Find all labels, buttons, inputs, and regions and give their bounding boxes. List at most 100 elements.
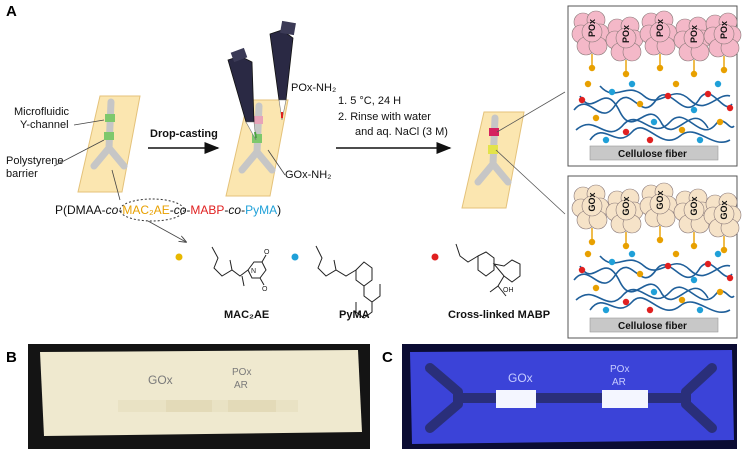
dot-mabp [726, 104, 734, 112]
label-polystyrene: Polystyrene [6, 155, 63, 167]
formula-co2: co [174, 203, 187, 217]
dot-mac [672, 250, 680, 258]
photo-b [28, 344, 370, 449]
dot-pyma [696, 306, 704, 314]
svg-text:OH: OH [503, 287, 514, 294]
formula-co3: co [228, 203, 241, 217]
leader-chip [111, 169, 121, 201]
leader-barrier [53, 139, 105, 167]
dot-pyma [650, 118, 658, 126]
formula-co1: co [106, 203, 119, 217]
formula-mabp: MABP [190, 203, 224, 217]
svg-text:N: N [251, 268, 256, 275]
label-gox-nh2: GOx-NH₂ [285, 169, 331, 181]
leader-y-channel [73, 119, 105, 126]
enzymes-pox: POx POx POx POx POx [571, 10, 742, 78]
dot-mac [678, 296, 686, 304]
dot-pyma [602, 136, 610, 144]
chip-dropcast [225, 99, 289, 197]
gox-enzyme: GOx [639, 182, 678, 244]
chip-final [461, 111, 525, 209]
formula-dash1: - [118, 203, 122, 217]
dot-pyma [608, 88, 616, 96]
label-monomer-mac2ae: MAC₂AE [224, 309, 269, 321]
label-y-channel: Y-channel [20, 119, 69, 131]
svg-text:P(DMAA-co-MAC₂AE-co-MABP-co-Py: P(DMAA-co-MAC₂AE-co-MABP-co-PyMA) [55, 203, 281, 217]
dot-mabp [646, 136, 654, 144]
formula-mac-highlight [119, 198, 185, 222]
dot-pyma [628, 250, 636, 258]
dot-mabp [664, 92, 672, 100]
dot-pyma [714, 80, 722, 88]
pox-enzyme: POx [703, 12, 742, 74]
dot-mabp [578, 96, 586, 104]
dot-mac [636, 270, 644, 278]
dot-mac [584, 80, 592, 88]
dot-pyma [690, 106, 698, 114]
pox-enzyme-label: POx [689, 25, 699, 43]
step-2-cont: and aq. NaCl (3 M) [355, 126, 448, 138]
label-monomer-mabp: Cross-linked MABP [448, 309, 550, 321]
dot-pyma [714, 250, 722, 258]
photo-b-label-gox: GOx [148, 373, 173, 387]
gox-enzyme-label: GOx [655, 190, 665, 209]
dot-mac [592, 114, 600, 122]
gox-enzyme-label: GOx [587, 192, 597, 211]
formula-dash3: - [186, 203, 190, 217]
pipette-gox [227, 47, 257, 141]
dot-mabp [578, 266, 586, 274]
zoom-line-bottom [495, 149, 566, 215]
gox-enzyme: GOx [571, 184, 610, 246]
pox-enzyme-label: POx [655, 19, 665, 37]
leader-mac [147, 220, 186, 242]
leader-gox [267, 149, 286, 176]
photo-c-label-gox: GOx [508, 371, 533, 385]
dot-mac [672, 80, 680, 88]
dot-mabp [622, 298, 630, 306]
formula-dash5: - [241, 203, 245, 217]
dot-pyma [650, 288, 658, 296]
dot-mac [716, 288, 724, 296]
photo-c [402, 344, 737, 449]
dot-mabp [622, 128, 630, 136]
dot-mac [592, 284, 600, 292]
polymer-dots-top [578, 80, 734, 144]
label-drop-casting: Drop-casting [150, 128, 218, 140]
zoom-line-top [496, 91, 566, 133]
polymer-formula: P(DMAA-co-MAC₂AE-co-MABP-co-PyMA) [55, 198, 281, 222]
pipette-pox [269, 20, 296, 121]
panel-b-letter: B [6, 349, 17, 366]
label-microfluidic: Microfluidic [14, 106, 70, 118]
svg-text:O: O [262, 286, 268, 293]
label-pox-nh2: POx-NH₂ [291, 82, 336, 94]
dot-pyma [690, 276, 698, 284]
step-1: 1. 5 °C, 24 H [338, 95, 401, 107]
dot-mac [716, 118, 724, 126]
dot-pyma [608, 258, 616, 266]
formula-mac: MAC₂AE [122, 203, 169, 217]
label-barrier: barrier [6, 168, 38, 180]
label-cellulose-fiber-top: Cellulose fiber [618, 149, 687, 160]
panel-a-letter: A [6, 3, 17, 20]
formula-dash2: - [170, 203, 174, 217]
dot-mabp [726, 274, 734, 282]
gox-enzyme: GOx [605, 188, 644, 250]
dot-mabp [704, 260, 712, 268]
dot-pyma [602, 306, 610, 314]
dot-mac [584, 250, 592, 258]
formula-close: ) [277, 203, 281, 217]
panel-c-letter: C [382, 349, 393, 366]
monomer-mac2ae: O O N [175, 246, 270, 293]
dot-mabp [664, 262, 672, 270]
dot-pyma [628, 80, 636, 88]
formula-dash4: - [224, 203, 228, 217]
pox-enzyme-label: POx [621, 25, 631, 43]
pox-enzyme: POx [571, 10, 610, 72]
dot-mac [678, 126, 686, 134]
dot-mac [636, 100, 644, 108]
gox-enzyme-label: GOx [719, 200, 729, 219]
photo-c-label-pox: POx [610, 364, 629, 375]
monomer-mabp: OH [431, 243, 521, 297]
